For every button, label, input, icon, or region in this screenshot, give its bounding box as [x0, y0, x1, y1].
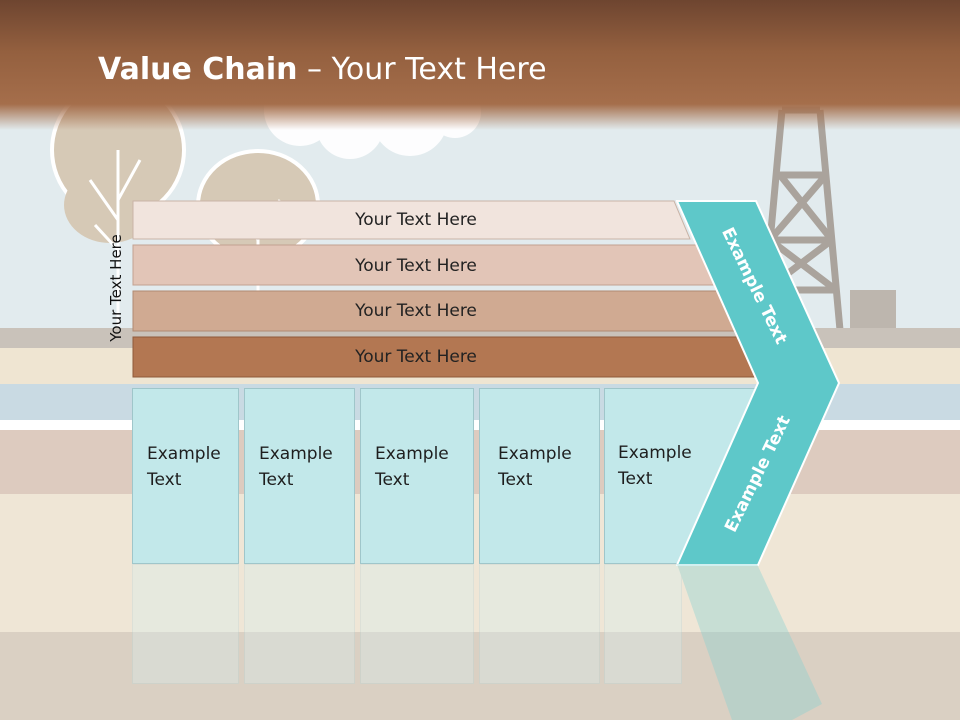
- reflection-column: [360, 564, 474, 684]
- column-line2: Text: [618, 469, 653, 489]
- column-line1: Example: [618, 443, 692, 463]
- title-rest: – Your Text Here: [297, 52, 547, 87]
- column-line1: Example: [375, 444, 449, 464]
- column-2: Example Text: [244, 388, 355, 564]
- title-bold: Value Chain: [98, 52, 298, 87]
- layer-label: Your Text Here: [355, 256, 477, 276]
- header-band: [0, 0, 960, 130]
- reflection-column: [604, 564, 682, 684]
- reflection-column: [132, 564, 239, 684]
- layer-label: Your Text Here: [355, 210, 477, 230]
- chevron-arrow: [676, 200, 841, 566]
- page-title: Value Chain – Your Text Here: [98, 52, 547, 87]
- reflection-chevron: [677, 564, 822, 720]
- layer-label: Your Text Here: [355, 301, 477, 321]
- reflection: [132, 564, 832, 720]
- column-4: Example Text: [479, 388, 600, 564]
- layer-4: Your Text Here: [132, 336, 764, 378]
- layer-1: Your Text Here: [132, 200, 692, 240]
- column-line1: Example: [147, 444, 221, 464]
- side-label: Your Text Here: [107, 234, 125, 342]
- column-3: Example Text: [360, 388, 474, 564]
- layer-3: Your Text Here: [132, 290, 740, 332]
- column-line1: Example: [259, 444, 333, 464]
- column-line1: Example: [498, 444, 572, 464]
- bottom-shade: [0, 632, 960, 720]
- column-line2: Text: [375, 470, 410, 490]
- column-1: Example Text: [132, 388, 239, 564]
- layer-label: Your Text Here: [355, 347, 477, 367]
- column-line2: Text: [498, 470, 533, 490]
- column-line2: Text: [147, 470, 182, 490]
- layer-2: Your Text Here: [132, 244, 717, 286]
- column-line2: Text: [259, 470, 294, 490]
- reflection-column: [244, 564, 355, 684]
- reflection-column: [479, 564, 600, 684]
- layer-shape: [132, 200, 691, 240]
